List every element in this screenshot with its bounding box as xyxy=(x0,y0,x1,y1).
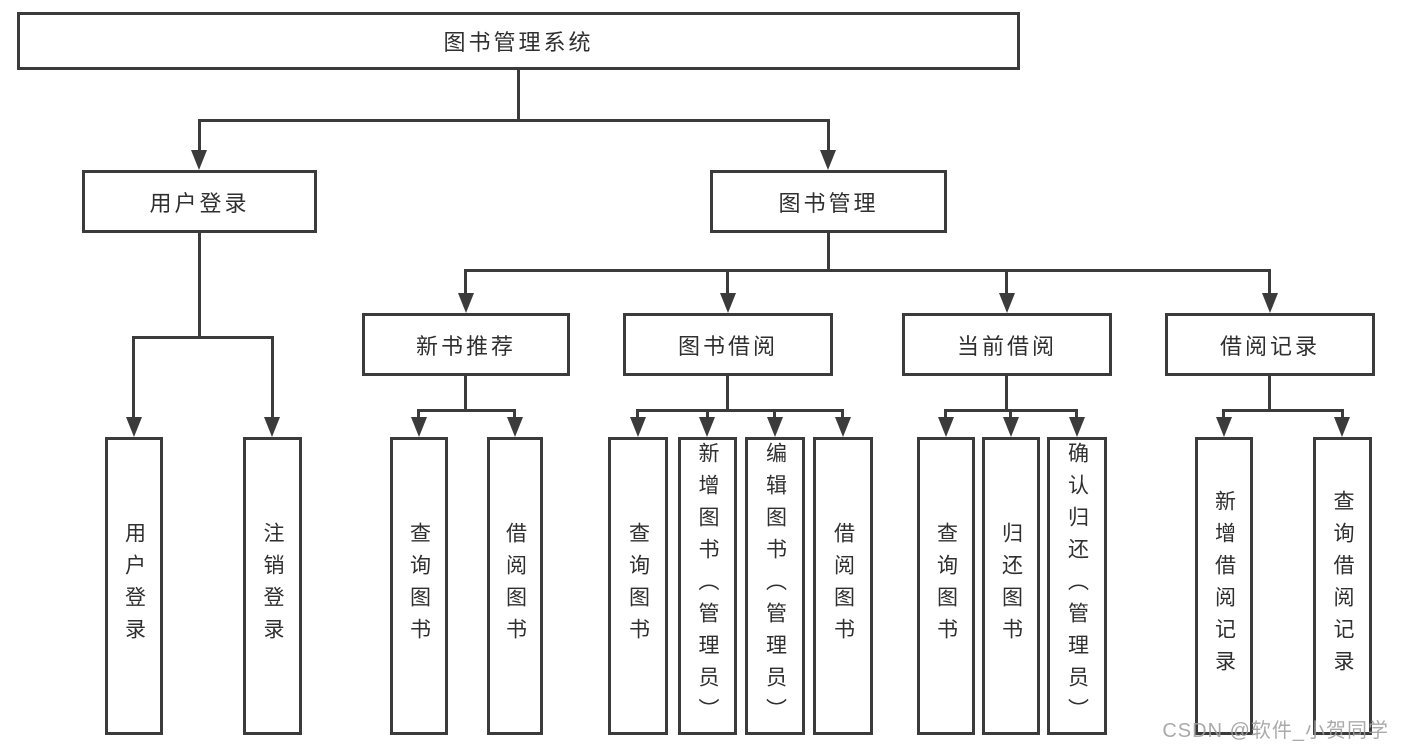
connector-root-rail xyxy=(198,119,830,122)
connector-to-borrowing-records xyxy=(1268,269,1271,295)
connector-borrowing-records-rail xyxy=(1222,409,1343,412)
arrowhead-down-icon xyxy=(835,417,851,437)
connector-drop xyxy=(513,409,516,419)
leaf-label: 查询图书 xyxy=(934,522,958,650)
leaf-label: 新增图书（管理员） xyxy=(696,442,719,730)
arrowhead-down-icon xyxy=(411,417,427,437)
connector-drop xyxy=(636,409,639,419)
connector-drop xyxy=(706,409,709,419)
leaf-query-books-borrowing: 查询图书 xyxy=(608,437,668,735)
connector-current-borrowing-stem xyxy=(1005,376,1008,409)
leaf-return-book: 归还图书 xyxy=(982,437,1040,735)
leaf-query-books-current: 查询图书 xyxy=(917,437,975,735)
leaf-user-login: 用户登录 xyxy=(105,437,163,735)
connector-root-to-book-management xyxy=(827,119,830,151)
connector-book-management-rail xyxy=(464,269,1271,272)
connector-drop xyxy=(944,409,947,419)
arrowhead-down-icon xyxy=(1069,417,1085,437)
leaf-label: 查询借阅记录 xyxy=(1331,490,1354,682)
connector-borrowing-records-stem xyxy=(1268,376,1271,409)
arrowhead-down-icon xyxy=(1262,293,1278,313)
arrowhead-down-icon xyxy=(699,417,715,437)
arrowhead-down-icon xyxy=(1334,417,1350,437)
leaf-query-books-recommend: 查询图书 xyxy=(390,437,448,735)
connector-drop xyxy=(773,409,776,419)
arrowhead-down-icon xyxy=(507,417,523,437)
connector-new-book-recommend-stem xyxy=(464,376,467,409)
arrowhead-down-icon xyxy=(938,417,954,437)
node-new-book-recommend: 新书推荐 xyxy=(362,313,570,376)
node-label: 当前借阅 xyxy=(956,333,1057,359)
connector-root-stem xyxy=(517,70,520,120)
connector-to-leaf-logout xyxy=(271,336,274,419)
connector-drop xyxy=(1075,409,1078,419)
arrowhead-down-icon xyxy=(126,417,142,437)
arrowhead-down-icon xyxy=(767,417,783,437)
arrowhead-down-icon xyxy=(458,293,474,313)
leaf-edit-book-admin: 编辑图书（管理员） xyxy=(745,437,805,735)
node-user-login: 用户登录 xyxy=(82,170,317,233)
arrowhead-down-icon xyxy=(630,417,646,437)
node-label: 新书推荐 xyxy=(415,333,516,359)
leaf-confirm-return-admin: 确认归还（管理员） xyxy=(1047,437,1107,735)
leaf-query-borrow-record: 查询借阅记录 xyxy=(1313,437,1372,735)
connector-to-current-borrowing xyxy=(1005,269,1008,295)
arrowhead-down-icon xyxy=(820,150,836,170)
arrowhead-down-icon xyxy=(264,417,280,437)
connector-user-login-rail xyxy=(132,336,273,339)
leaf-label: 借阅图书 xyxy=(503,522,527,650)
node-current-borrowing: 当前借阅 xyxy=(902,313,1112,376)
leaf-add-borrow-record: 新增借阅记录 xyxy=(1195,437,1253,735)
connector-root-to-user-login xyxy=(198,119,201,151)
node-borrowing-records: 借阅记录 xyxy=(1165,313,1375,376)
leaf-label: 用户登录 xyxy=(122,522,146,650)
leaf-label: 查询图书 xyxy=(407,522,431,650)
arrowhead-down-icon xyxy=(191,150,207,170)
leaf-borrow-books: 借阅图书 xyxy=(813,437,873,735)
connector-new-book-recommend-rail xyxy=(417,409,516,412)
leaf-label: 编辑图书（管理员） xyxy=(763,442,787,730)
node-label: 用户登录 xyxy=(149,190,250,216)
node-library-management-system: 图书管理系统 xyxy=(17,12,1020,70)
connector-book-borrowing-stem xyxy=(726,376,729,409)
leaf-label: 确认归还（管理员） xyxy=(1065,442,1089,730)
node-book-management: 图书管理 xyxy=(710,170,947,233)
connector-to-leaf-user-login xyxy=(132,336,135,419)
connector-book-management-stem xyxy=(827,233,830,269)
connector-to-book-borrowing xyxy=(726,269,729,295)
connector-drop xyxy=(417,409,420,419)
leaf-label: 查询图书 xyxy=(626,522,650,650)
connector-drop xyxy=(1222,409,1225,419)
connector-book-borrowing-rail xyxy=(636,409,844,412)
leaf-label: 归还图书 xyxy=(999,522,1023,650)
leaf-borrow-books-recommend: 借阅图书 xyxy=(487,437,543,735)
arrowhead-down-icon xyxy=(999,293,1015,313)
connector-drop xyxy=(841,409,844,419)
connector-drop xyxy=(1009,409,1012,419)
connector-drop xyxy=(1341,409,1344,419)
node-label: 图书管理系统 xyxy=(443,30,594,55)
node-book-borrowing: 图书借阅 xyxy=(623,313,833,376)
leaf-logout-login: 注销登录 xyxy=(243,437,302,735)
arrowhead-down-icon xyxy=(1003,417,1019,437)
connector-to-new-book-recommend xyxy=(464,269,467,295)
leaf-label: 新增借阅记录 xyxy=(1212,490,1236,682)
leaf-label: 借阅图书 xyxy=(831,522,855,650)
connector-user-login-stem xyxy=(198,233,201,336)
arrowhead-down-icon xyxy=(1216,417,1232,437)
csdn-watermark: CSDN @软件_小贺同学 xyxy=(1162,720,1389,742)
node-label: 图书管理 xyxy=(778,190,879,216)
leaf-label: 注销登录 xyxy=(261,522,284,650)
leaf-add-book-admin: 新增图书（管理员） xyxy=(678,437,737,735)
node-label: 借阅记录 xyxy=(1219,333,1320,359)
node-label: 图书借阅 xyxy=(677,333,778,359)
arrowhead-down-icon xyxy=(720,293,736,313)
